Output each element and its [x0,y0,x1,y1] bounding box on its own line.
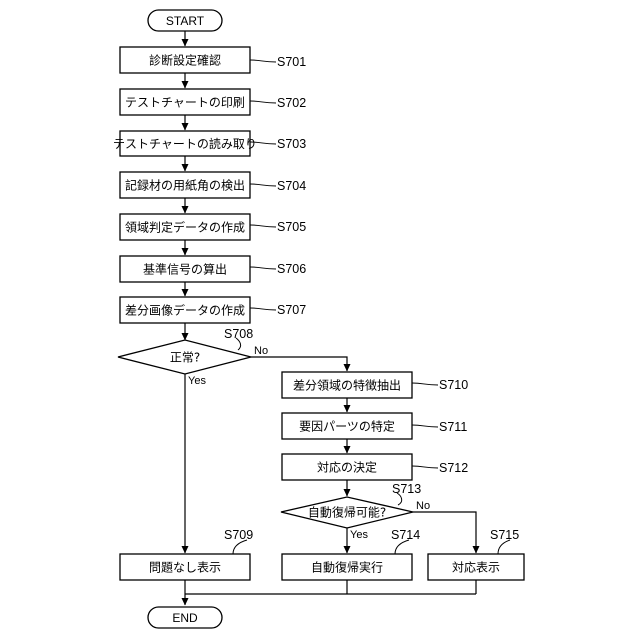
step-s702: テストチャートの印刷 S702 [120,89,306,115]
step-s706-label: S706 [277,262,306,276]
step-s702-label: S702 [277,96,306,110]
start-label: START [166,14,205,28]
step-s710-leader [412,383,438,385]
step-s705-label: S705 [277,220,306,234]
step-s705-text: 領域判定データの作成 [125,220,245,235]
step-s703-text: テストチャートの読み取り [113,136,257,151]
step-s702-leader [250,101,276,103]
step-s706: 基準信号の算出 S706 [120,256,306,282]
end-label: END [172,611,198,625]
step-s715-leader [498,540,510,554]
step-s703-label: S703 [277,137,306,151]
step-s701-text: 診断設定確認 [149,53,221,68]
step-s701-label: S701 [277,55,306,69]
step-s712: 対応の決定 S712 [282,454,468,480]
step-s706-text: 基準信号の算出 [143,262,227,277]
decision-s708-yes: Yes [188,375,206,387]
step-s707-label: S707 [277,303,306,317]
step-s714-label: S714 [391,528,420,542]
start-terminal: START [148,10,222,31]
step-s701-leader [250,60,276,62]
decision-s708-no: No [254,345,268,357]
step-s707: 差分画像データの作成 S707 [120,297,306,323]
step-s706-leader [250,267,276,269]
step-s704-leader [250,184,276,186]
step-s710-label: S710 [439,378,468,392]
step-s715-text: 対応表示 [452,561,500,575]
step-s702-text: テストチャートの印刷 [125,96,245,110]
step-s711: 要因パーツの特定 S711 [282,413,467,439]
decision-s708: 正常? S708 No Yes [118,327,268,387]
end-terminal: END [148,607,222,628]
step-s712-leader [412,466,438,468]
step-s712-text: 対応の決定 [317,460,377,475]
step-s711-label: S711 [439,420,467,434]
step-s705-leader [250,225,276,227]
step-s710-text: 差分領域の特徴抽出 [293,378,401,393]
step-s715-label: S715 [490,528,519,542]
step-s712-label: S712 [439,461,468,475]
decision-s713-yes: Yes [350,529,368,541]
decision-s708-label: S708 [224,327,253,341]
decision-s713-text: 自動復帰可能? [308,505,386,520]
step-s714-text: 自動復帰実行 [311,560,383,575]
decision-s708-text: 正常? [170,351,200,365]
step-s707-leader [250,308,276,310]
step-s711-leader [412,425,438,427]
step-s714-leader [395,540,409,554]
step-s704-text: 記録材の用紙角の検出 [125,178,245,193]
step-s704-label: S704 [277,179,306,193]
step-s703: テストチャートの読み取り S703 [113,131,306,156]
step-s704: 記録材の用紙角の検出 S704 [120,172,306,198]
step-s709-leader [233,540,247,554]
step-s701: 診断設定確認 S701 [120,47,306,73]
decision-s713-no: No [416,500,430,512]
step-s709: 問題なし表示 S709 [120,528,253,580]
step-s711-text: 要因パーツの特定 [299,419,395,434]
step-s705: 領域判定データの作成 S705 [120,214,306,240]
step-s710: 差分領域の特徴抽出 S710 [282,372,468,398]
step-s707-text: 差分画像データの作成 [125,303,245,318]
decision-s713-label: S713 [392,482,421,496]
step-s709-text: 問題なし表示 [149,561,221,575]
step-s709-label: S709 [224,528,253,542]
